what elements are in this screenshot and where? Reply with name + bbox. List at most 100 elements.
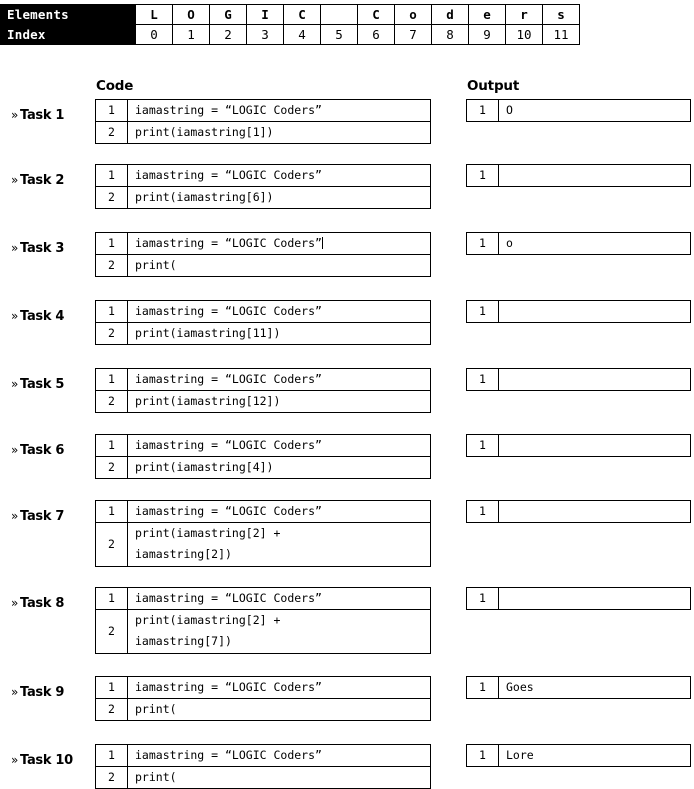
element-cell: I xyxy=(246,4,284,25)
task-label-text: Task 9 xyxy=(20,685,65,700)
chevron-right-icon: » xyxy=(11,241,19,255)
task-label-text: Task 1 xyxy=(20,108,65,123)
code-line-text[interactable]: iamastring = “LOGIC Coders” xyxy=(127,434,431,457)
code-line-text[interactable]: print( xyxy=(127,766,431,789)
index-cell: 9 xyxy=(468,24,506,45)
code-line-text[interactable]: print(iamastring[2] + iamastring[2]) xyxy=(127,522,431,567)
code-line-text[interactable]: iamastring = “LOGIC Coders” xyxy=(127,587,431,610)
output-value[interactable]: o xyxy=(498,232,691,255)
output-column-heading: Output xyxy=(467,78,520,94)
code-line-text[interactable]: print(iamastring[4]) xyxy=(127,456,431,479)
code-line-number: 2 xyxy=(95,698,128,721)
output-table[interactable]: 1 xyxy=(466,500,691,523)
code-line-number: 1 xyxy=(95,434,128,457)
index-cell: 3 xyxy=(246,24,284,45)
code-line-text[interactable]: iamastring = “LOGIC Coders” xyxy=(127,164,431,187)
string-index-reference-table: Elements L O G I C C o d e r s Index 0 1… xyxy=(0,4,580,45)
output-value[interactable]: Lore xyxy=(498,744,691,767)
output-table[interactable]: 1 xyxy=(466,164,691,187)
output-table[interactable]: 1 xyxy=(466,587,691,610)
element-cell: C xyxy=(283,4,321,25)
output-line-row: 1 xyxy=(466,587,691,610)
output-line-number: 1 xyxy=(466,676,499,699)
code-line-number: 2 xyxy=(95,522,128,567)
output-value[interactable] xyxy=(498,500,691,523)
output-value[interactable] xyxy=(498,300,691,323)
output-line-row: 1 xyxy=(466,434,691,457)
output-line-number: 1 xyxy=(466,164,499,187)
output-table[interactable]: 1 xyxy=(466,368,691,391)
output-value[interactable]: Goes xyxy=(498,676,691,699)
output-value[interactable] xyxy=(498,434,691,457)
output-line-number: 1 xyxy=(466,232,499,255)
code-line-text[interactable]: print(iamastring[6]) xyxy=(127,186,431,209)
index-cell: 4 xyxy=(283,24,321,45)
output-value[interactable] xyxy=(498,587,691,610)
code-column-heading: Code xyxy=(96,78,134,94)
code-line-text[interactable]: iamastring = “LOGIC Coders” xyxy=(127,99,431,122)
element-cell: d xyxy=(431,4,469,25)
output-value[interactable] xyxy=(498,164,691,187)
output-line-number: 1 xyxy=(466,500,499,523)
code-line-number: 2 xyxy=(95,186,128,209)
output-line-number: 1 xyxy=(466,99,499,122)
output-table[interactable]: 1 xyxy=(466,300,691,323)
code-line-text[interactable]: iamastring = “LOGIC Coders” xyxy=(127,500,431,523)
code-line-text[interactable]: iamastring = “LOGIC Coders” xyxy=(127,744,431,767)
task-label: »Task 1 xyxy=(11,108,64,123)
code-line-number: 2 xyxy=(95,456,128,479)
output-value[interactable]: O xyxy=(498,99,691,122)
task-label: »Task 6 xyxy=(11,443,64,458)
index-cell: 0 xyxy=(135,24,173,45)
chevron-right-icon: » xyxy=(11,509,19,523)
task-label-text: Task 3 xyxy=(20,241,65,256)
index-cell: 7 xyxy=(394,24,432,45)
code-line-text[interactable]: print(iamastring[1]) xyxy=(127,121,431,144)
code-line-text[interactable]: print(iamastring[2] + iamastring[7]) xyxy=(127,609,431,654)
code-line-text[interactable]: print(iamastring[12]) xyxy=(127,390,431,413)
index-cell: 2 xyxy=(209,24,247,45)
index-row: Index 0 1 2 3 4 5 6 7 8 9 10 11 xyxy=(0,24,580,45)
output-table[interactable]: 1 xyxy=(466,434,691,457)
task-label: »Task 3 xyxy=(11,241,64,256)
output-line-row: 1 xyxy=(466,300,691,323)
output-line-number: 1 xyxy=(466,434,499,457)
code-line-text[interactable]: print( xyxy=(127,254,431,277)
code-line-text[interactable]: iamastring = “LOGIC Coders” xyxy=(127,232,431,255)
chevron-right-icon: » xyxy=(11,309,19,323)
output-value[interactable] xyxy=(498,368,691,391)
code-line-text[interactable]: print(iamastring[11]) xyxy=(127,322,431,345)
code-line-text[interactable]: iamastring = “LOGIC Coders” xyxy=(127,368,431,391)
output-line-row: 1 xyxy=(466,368,691,391)
chevron-right-icon: » xyxy=(11,108,19,122)
code-line-text[interactable]: iamastring = “LOGIC Coders” xyxy=(127,676,431,699)
code-line-text[interactable]: print( xyxy=(127,698,431,721)
code-line-text[interactable]: iamastring = “LOGIC Coders” xyxy=(127,300,431,323)
output-line-number: 1 xyxy=(466,300,499,323)
task-label-text: Task 8 xyxy=(20,596,65,611)
